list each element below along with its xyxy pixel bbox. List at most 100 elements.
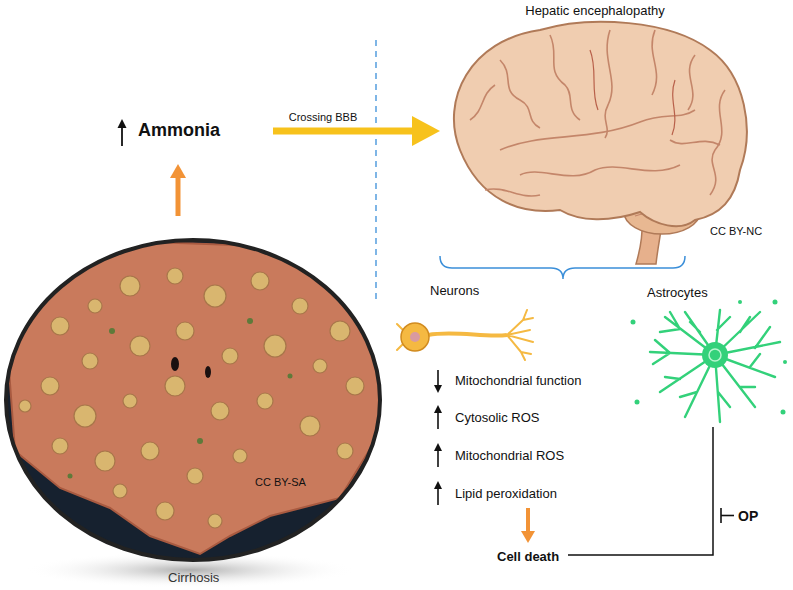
dashed-separator	[375, 40, 376, 300]
outcome-text: Cell death	[497, 549, 559, 565]
arrow-head	[434, 385, 442, 393]
nodule	[165, 376, 185, 396]
connector-label: Crossing BBB	[289, 111, 357, 124]
nodule	[141, 442, 159, 460]
nodule	[337, 443, 353, 459]
nodule	[19, 400, 31, 412]
nucleus	[709, 349, 721, 361]
effect-item: Cytosolic ROS	[455, 410, 540, 426]
brain-image: Hepatic encephalopathyCC BY-NC	[440, 0, 758, 268]
liver-image: CC BY-SACirrhosis	[0, 236, 390, 588]
change-arrows	[434, 370, 442, 505]
inhibition-symbol	[721, 508, 734, 523]
bile-spots	[68, 318, 293, 479]
brain-illustration	[454, 22, 747, 264]
lateral-sulcus	[500, 110, 695, 150]
nodule	[176, 322, 194, 340]
bile-spot	[197, 438, 203, 444]
nodule	[346, 377, 364, 395]
nodule	[88, 299, 102, 313]
arrow-head	[521, 531, 535, 543]
sulcus	[520, 165, 680, 176]
cerebrum	[454, 22, 747, 226]
vesicle	[781, 410, 786, 415]
molecule-name: Ammonia	[138, 120, 220, 142]
oval-frame	[6, 240, 380, 560]
image-credit: CC BY-NC	[710, 225, 762, 238]
astrocyte-panel: Astrocytes	[625, 282, 788, 427]
liver-illustration	[6, 240, 382, 588]
arrow-head	[434, 443, 442, 451]
nodule	[82, 353, 98, 369]
vesicle	[783, 360, 787, 364]
nodule	[74, 405, 96, 427]
bile-spot	[109, 328, 115, 334]
vesicle	[738, 300, 742, 304]
sulcus	[670, 140, 720, 145]
nodule	[211, 402, 229, 420]
molecule-label: Ammonia	[138, 120, 223, 142]
connector-line	[273, 128, 413, 135]
curly-bracket	[440, 256, 685, 279]
nodule	[95, 451, 115, 471]
image-title: Hepatic encephalopathy	[525, 3, 665, 19]
arrow-shaft	[121, 126, 123, 146]
inhibition-stem	[721, 515, 734, 517]
sulcus	[550, 35, 580, 120]
nodule	[300, 416, 320, 436]
gyri	[470, 30, 725, 196]
effect-item: Lipid peroxidation	[455, 486, 557, 502]
bile-spot	[247, 318, 253, 324]
vessel-hole	[171, 357, 179, 371]
nodule	[156, 502, 174, 520]
treatment-name: OP	[738, 508, 758, 525]
nodule	[208, 514, 222, 528]
increase-arrow	[118, 119, 127, 146]
image-credit: CC BY-SA	[255, 476, 306, 489]
central-sulcus	[605, 30, 612, 138]
connector-line	[568, 427, 713, 555]
dendrites	[397, 310, 533, 360]
blood-vessels	[590, 50, 675, 135]
vesicles	[631, 300, 788, 415]
neuron-illustration	[397, 310, 533, 505]
nucleus	[410, 332, 420, 342]
nodule	[41, 377, 59, 395]
cell-body	[702, 342, 728, 368]
connector	[568, 427, 713, 555]
axon	[428, 333, 507, 335]
nodule	[130, 336, 150, 356]
connector	[521, 508, 535, 543]
arrow-head	[412, 116, 440, 146]
nodule	[204, 285, 226, 307]
vesicle	[635, 400, 640, 405]
processes	[650, 310, 780, 422]
connector-line	[526, 508, 530, 532]
connector-line	[176, 177, 181, 216]
effect-item: Mitochondrial function	[455, 373, 581, 389]
vesicle	[631, 320, 636, 325]
sulcus	[688, 55, 695, 110]
cell-type: Astrocytes	[647, 285, 708, 301]
nodule	[251, 272, 269, 290]
neuron-panel: NeuronsMitochondrial functionCytosolic R…	[395, 280, 595, 505]
nodule	[113, 484, 127, 498]
cell-type: Neurons	[430, 283, 479, 299]
sulcus	[652, 30, 657, 95]
nodule	[187, 468, 203, 484]
astrocyte-illustration	[631, 300, 788, 423]
increase-arrow	[437, 412, 439, 429]
increase-arrow	[437, 450, 439, 467]
sulcus	[470, 85, 495, 120]
nodule	[123, 394, 137, 408]
nodule	[222, 348, 238, 364]
nodule	[233, 449, 247, 463]
sulcus	[500, 60, 540, 128]
effect-item: Mitochondrial ROS	[455, 448, 564, 464]
nodule	[257, 393, 273, 409]
nodule	[264, 335, 286, 357]
nodule	[313, 359, 327, 373]
vesicle	[773, 300, 778, 305]
connector	[170, 164, 186, 216]
